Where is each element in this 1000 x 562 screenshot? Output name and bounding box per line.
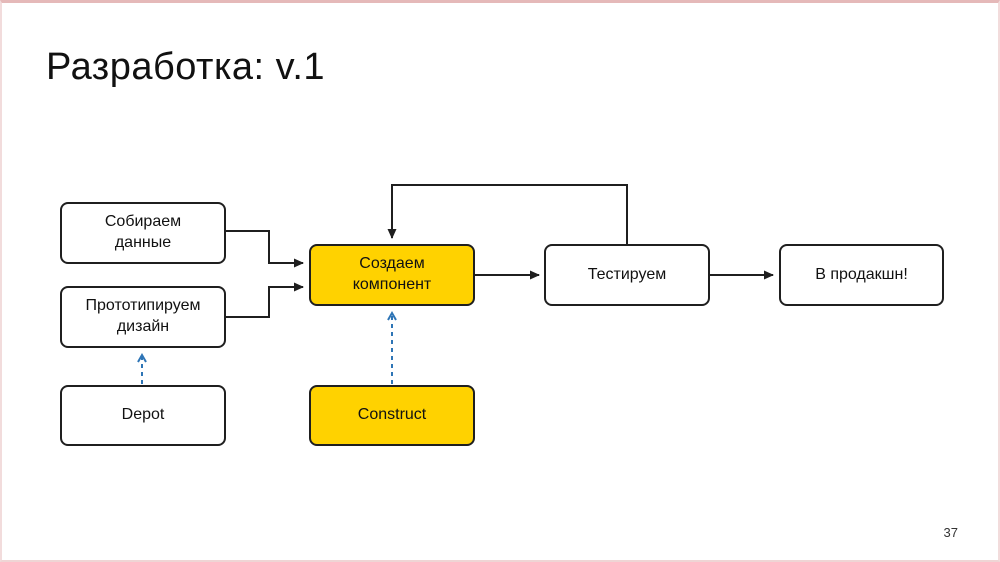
- connector-lines: [137, 184, 774, 384]
- node-production-label: В продакшн!: [815, 265, 908, 283]
- node-collect-data-label: Собираем данные: [104, 213, 182, 251]
- node-create-component: Создаем компонент: [309, 244, 475, 306]
- node-test: Тестируем: [544, 244, 710, 306]
- connector-feedback-test-to-create: [387, 184, 628, 244]
- node-construct: Construct: [309, 385, 475, 446]
- connector-collect-to-create: [226, 230, 304, 268]
- node-depot-label: Depot: [121, 406, 165, 424]
- page-number: 37: [943, 525, 958, 540]
- node-create-component-label: Создаем компонент: [352, 255, 432, 293]
- flowchart: Собираем данные Прототипируем дизайн Dep…: [2, 3, 998, 560]
- node-depot: Depot: [60, 385, 226, 446]
- node-construct-label: Construct: [357, 406, 427, 424]
- slide-title: Разработка: v.1: [46, 46, 326, 88]
- node-prototype-design: Прототипируем дизайн: [60, 286, 226, 348]
- connector-prototype-to-create: [226, 282, 304, 318]
- node-test-label: Тестируем: [587, 265, 667, 283]
- node-production: В продакшн!: [779, 244, 944, 306]
- node-prototype-design-label: Прототипируем дизайн: [85, 297, 201, 335]
- node-collect-data: Собираем данные: [60, 202, 226, 264]
